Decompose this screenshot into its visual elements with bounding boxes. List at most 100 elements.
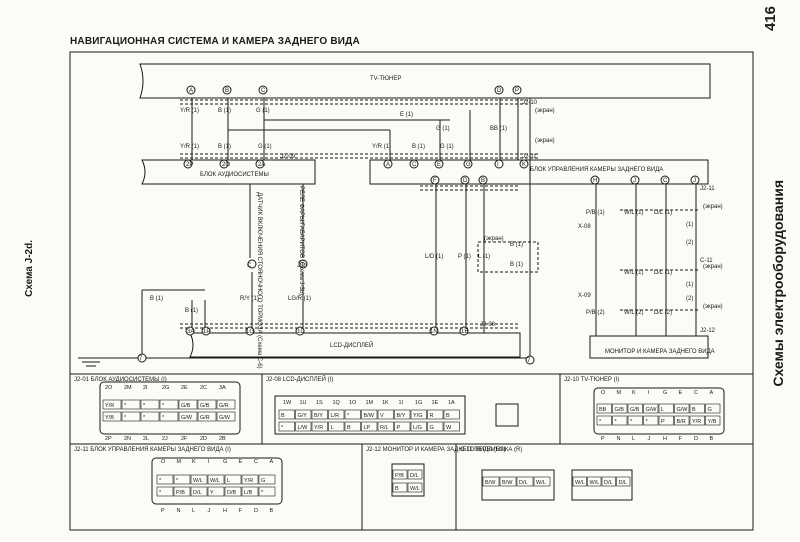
pin-wire: BB — [599, 407, 607, 413]
pin-cell — [612, 415, 628, 426]
panel-title-j2-01: J2-01 БЛОК АУДИОСИСТЕМЫ (I) — [74, 377, 167, 383]
pin-cell — [377, 409, 394, 420]
wire-label: Y/R (1) — [180, 108, 199, 114]
pin-cell — [159, 399, 179, 410]
pin-wire: B/W — [485, 480, 496, 486]
terminal-c: C — [261, 88, 266, 94]
terminal-a: A — [189, 88, 193, 94]
pin-number: 1M — [366, 400, 374, 406]
pin-wire: B — [692, 407, 696, 413]
terminal-1n: 1N — [430, 329, 438, 335]
pin-cell — [407, 482, 423, 493]
pin-cell — [173, 474, 191, 485]
pin-number: 1W — [283, 400, 292, 406]
pin-number: 2D — [200, 436, 207, 442]
pin-cell — [197, 399, 217, 410]
pin-number: 1S — [316, 400, 323, 406]
pin-wire: W/L — [210, 478, 220, 484]
pin-wire: G — [708, 407, 712, 413]
pin-number: 2E — [181, 385, 188, 391]
pin-cell — [173, 486, 191, 497]
pin-wire: G — [261, 478, 265, 484]
terminal-a2: A — [386, 162, 390, 168]
pin-number: 2G — [162, 385, 169, 391]
pin-number: 1K — [382, 400, 389, 406]
terminal-circle — [660, 175, 670, 185]
pin-cell — [674, 403, 690, 414]
pin-number: F — [239, 508, 243, 514]
pin-number: 3A — [219, 385, 226, 391]
pin-wire: * — [124, 403, 127, 409]
wire-label: W/L (1) — [624, 270, 643, 276]
tv-tuner-label: TV-ТЮНЕР — [370, 76, 401, 82]
camera-unit-block — [369, 159, 709, 185]
pin-number: 2P — [105, 436, 112, 442]
pin-cell — [311, 421, 328, 432]
wire-label: (2) — [686, 240, 693, 246]
pin-cell — [643, 403, 659, 414]
pin-cell — [344, 409, 361, 420]
pin-wire: L/R — [331, 413, 340, 419]
terminal-b: B — [225, 88, 229, 94]
panel-title-j2-10: J2-10 TV-ТЮНЕР (I) — [564, 377, 619, 383]
wire-label: Y/R (1) — [372, 144, 391, 150]
pin-number: E — [679, 390, 683, 396]
terminal-p: P — [515, 88, 519, 94]
pin-cell — [140, 399, 160, 410]
shield-label: (экран) — [535, 138, 555, 144]
pin-number: 2I — [143, 385, 148, 391]
shield-label: (экран) — [703, 304, 723, 310]
wire-label: P (1) — [458, 254, 471, 260]
page-title: НАВИГАЦИОННАЯ СИСТЕМА И КАМЕРА ЗАДНЕГО В… — [70, 36, 360, 47]
pin-number: B — [270, 508, 274, 514]
pin-number: 2J — [162, 436, 168, 442]
wire-label: (1) — [686, 222, 693, 228]
audio-unit-label: БЛОК АУДИОСИСТЕМЫ — [200, 172, 269, 178]
pin-number: J — [648, 436, 651, 442]
pin-cell — [207, 486, 225, 497]
pin-cell — [224, 474, 242, 485]
pin-wire: Y/R — [244, 478, 253, 484]
terminal-d2: D — [463, 178, 468, 184]
pin-number: 1Q — [333, 400, 341, 406]
terminal-1g: 1G — [246, 329, 254, 335]
connector-id: J2-12 — [700, 328, 716, 334]
audio-unit-block — [141, 159, 316, 185]
pin-number: H — [223, 508, 227, 514]
pin-cell — [258, 486, 276, 497]
pin-wire: Y/R — [692, 419, 701, 425]
pin-number: 2N — [124, 436, 131, 442]
wire-label: B (1) — [510, 242, 523, 248]
terminal-circle — [590, 175, 600, 185]
wire-label: LG/R (1) — [288, 296, 311, 302]
panel-title-c-11: C-11 ПЕРЕМЫЧКА (R) — [460, 447, 522, 453]
pin-cell — [156, 474, 174, 485]
pin-cell — [216, 411, 236, 422]
pin-wire: G/W — [219, 415, 231, 421]
terminal-circle — [512, 85, 522, 95]
pin-wire: * — [159, 490, 162, 496]
pin-cell — [258, 474, 276, 485]
terminal-circle — [185, 326, 195, 336]
pin-cell — [516, 476, 534, 487]
pin-wire: L — [661, 407, 664, 413]
pin-number: 1G — [415, 400, 422, 406]
pin-wire: L/W — [298, 425, 309, 431]
wire-label: G (1) — [436, 126, 450, 132]
pin-wire: * — [162, 415, 165, 421]
pin-cell — [482, 476, 500, 487]
lcd-label: LCD-ДИСПЛЕЙ — [330, 341, 373, 349]
pin-number: D — [694, 436, 698, 442]
pin-wire: B/W — [364, 413, 375, 419]
pin-cell — [207, 474, 225, 485]
pin-wire: P — [397, 425, 401, 431]
pin-cell — [392, 482, 408, 493]
pin-number: 2F — [181, 436, 188, 442]
pin-wire: * — [281, 425, 284, 431]
pin-wire: G/W — [181, 415, 193, 421]
pin-number: 1U — [300, 400, 307, 406]
pin-cell — [344, 421, 361, 432]
terminal-circle — [525, 355, 535, 365]
pin-number: 1E — [432, 400, 439, 406]
pin-wire: L/B — [244, 490, 253, 496]
